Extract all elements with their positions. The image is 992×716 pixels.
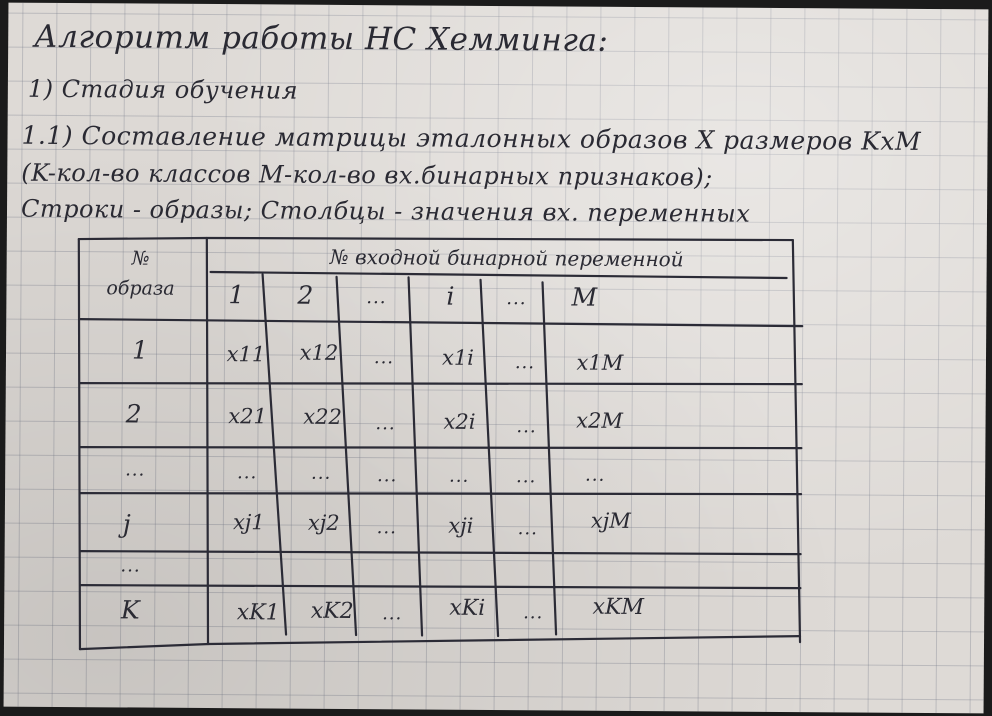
header-number-symbol: № xyxy=(131,247,150,270)
header-pattern-label: образа xyxy=(106,277,175,300)
matrix-cell: ... xyxy=(311,462,332,484)
matrix-cell: x11 xyxy=(226,342,266,367)
matrix-cell: xj2 xyxy=(307,510,340,535)
matrix-cell: xKi xyxy=(449,595,486,621)
column-label: 1 xyxy=(228,280,245,310)
matrix-cell: x2i xyxy=(443,409,476,434)
column-label: ... xyxy=(506,288,527,310)
matrix-cell: ... xyxy=(237,462,258,484)
table-grid-lines xyxy=(77,236,804,651)
matrix-cell: ... xyxy=(516,416,537,438)
matrix-cell: x2M xyxy=(576,408,624,433)
row-label: j xyxy=(122,509,131,539)
column-label: M xyxy=(571,282,598,312)
matrix-cell: xji xyxy=(448,513,474,538)
column-label: i xyxy=(446,281,455,311)
matrix-cell: xj1 xyxy=(232,510,265,535)
matrix-cell: ... xyxy=(375,413,396,435)
column-label: 2 xyxy=(297,280,314,310)
matrix-cell: ... xyxy=(516,466,537,488)
matrix-cell: ... xyxy=(373,347,395,369)
matrix-cell: ... xyxy=(377,465,398,487)
matrix-cell: x1i xyxy=(441,345,475,370)
matrix-cell: xKM xyxy=(592,594,645,621)
row-label: ... xyxy=(120,555,141,577)
matrix-cell: ... xyxy=(382,603,403,625)
matrix-table: № образа № входной бинарной переменной 1… xyxy=(8,3,988,651)
matrix-cell: xK2 xyxy=(310,598,354,625)
matrix-cell: x12 xyxy=(299,340,339,365)
matrix-cell: x21 xyxy=(228,404,267,429)
matrix-cell: xK1 xyxy=(236,600,280,626)
matrix-cell: x1M xyxy=(576,350,624,375)
matrix-cell: xjM xyxy=(590,508,631,533)
row-label: 2 xyxy=(125,399,142,429)
column-label: ... xyxy=(366,287,387,309)
matrix-cell: x22 xyxy=(303,404,342,429)
matrix-cell: ... xyxy=(514,352,536,374)
header-input-variable: № входной бинарной переменной xyxy=(329,244,684,272)
matrix-cell: ... xyxy=(517,518,538,540)
matrix-cell: ... xyxy=(376,517,397,539)
matrix-cell: ... xyxy=(585,464,606,486)
row-label: ... xyxy=(125,459,146,481)
row-label: 1 xyxy=(131,335,149,365)
matrix-cell: ... xyxy=(523,602,544,624)
notebook-page: Алгоритм работы НС Хемминга: 1) Стадия о… xyxy=(3,2,989,714)
row-label: K xyxy=(120,595,140,625)
matrix-cell: ... xyxy=(449,465,470,487)
